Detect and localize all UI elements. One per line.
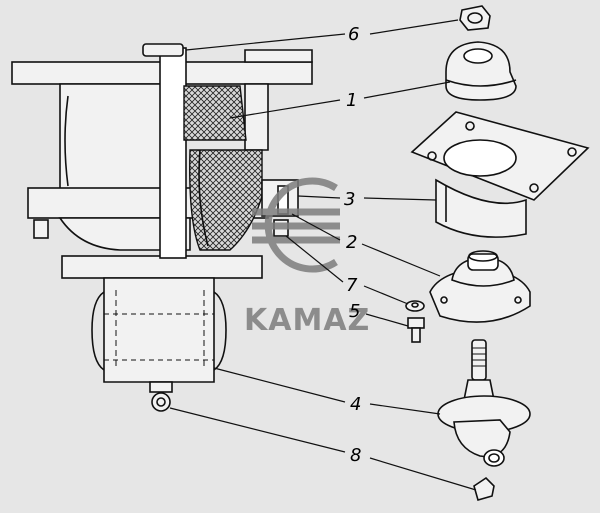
leader-4-part (369, 403, 441, 415)
leader-7 (285, 235, 344, 283)
bolt-left (33, 219, 49, 239)
leader-2-part (361, 243, 441, 277)
callout-4: 4 (350, 394, 361, 415)
exploded-parts (405, 5, 590, 501)
callout-labels: 6 1 3 2 7 5 4 8 (344, 24, 361, 466)
grease-fitting-assembled (151, 392, 171, 412)
part-7-washer (405, 300, 425, 312)
leader-3-part (363, 197, 437, 201)
leader-8-part (369, 457, 477, 491)
leader-4 (213, 367, 346, 403)
bearing-section (189, 149, 263, 251)
leader-5 (365, 313, 409, 327)
kamaz-logo: KAMAZ (244, 177, 370, 338)
base-plate (61, 255, 263, 279)
leader-7-part (363, 285, 409, 305)
callout-7: 7 (346, 275, 358, 296)
shaft-housing (103, 277, 215, 383)
part-5-bolt (407, 317, 425, 343)
leader-6 (185, 33, 346, 51)
leader-1 (229, 99, 341, 119)
callout-3: 3 (344, 189, 355, 210)
part-8-grease-fitting (473, 476, 495, 501)
callout-6: 6 (348, 24, 359, 45)
callout-5: 5 (349, 301, 360, 322)
part-3-cover-plate (410, 111, 590, 238)
leader-lines (169, 19, 477, 491)
rubber-insert-section (183, 85, 247, 141)
kamaz-wordmark: KAMAZ (244, 303, 370, 338)
part-2-bearing (429, 250, 531, 323)
leader-3 (297, 195, 341, 199)
callout-8: 8 (350, 445, 361, 466)
leader-2 (291, 213, 341, 241)
housing-body (59, 83, 176, 201)
callout-1: 1 (346, 90, 357, 111)
center-shaft (159, 47, 187, 259)
leader-1-part (363, 81, 451, 99)
kamaz-emblem (252, 177, 340, 273)
callout-2: 2 (346, 232, 357, 253)
part-6-nut (459, 5, 491, 31)
leader-8 (169, 407, 346, 453)
top-nut-assembled (142, 43, 184, 57)
part-1-rubber-insert (445, 41, 517, 101)
leader-6-part (369, 19, 459, 35)
assembled-unit (11, 43, 313, 412)
part-4-shaft (437, 339, 531, 467)
